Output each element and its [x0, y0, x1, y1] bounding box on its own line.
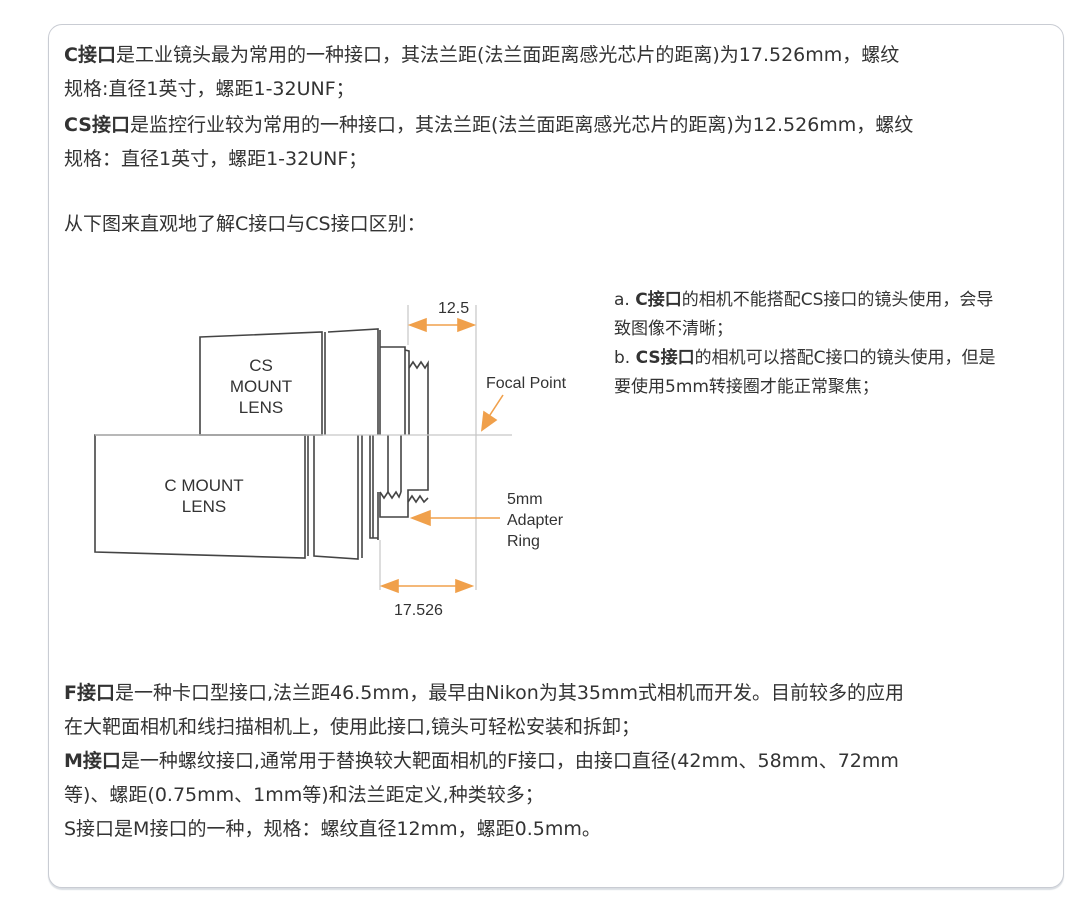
svg-text:C MOUNT: C MOUNT: [164, 476, 243, 495]
mount-comparison-diagram: 12.5 17.526 Focal Point CS MOUNT LENS C …: [94, 300, 567, 619]
dim-cs-label: 12.5: [438, 300, 469, 317]
svg-text:MOUNT: MOUNT: [230, 377, 292, 396]
svg-text:CS: CS: [249, 356, 273, 375]
c-mount-term: C接口: [64, 44, 116, 66]
note-b-line2: 要使用5mm转接圈才能正常聚焦；: [614, 377, 879, 397]
note-b-line1: b. CS接口的相机可以搭配C接口的镜头使用，但是: [614, 348, 996, 368]
svg-text:5mm: 5mm: [507, 491, 543, 508]
c-mount-paragraph-line2: 规格:直径1英寸，螺距1-32UNF；: [64, 78, 355, 100]
cs-mount-paragraph-line2: 规格：直径1英寸，螺距1-32UNF；: [64, 148, 368, 170]
cs-lens-label: CS MOUNT LENS: [230, 356, 292, 417]
dim-c-label: 17.526: [394, 602, 443, 619]
m-mount-paragraph-line1: M接口是一种螺纹接口,通常用于替换较大靶面相机的F接口，由接口直径(42mm、5…: [64, 750, 899, 772]
adapter-ring-label: 5mm Adapter Ring: [507, 491, 564, 550]
svg-text:LENS: LENS: [182, 497, 226, 516]
svg-text:LENS: LENS: [239, 398, 283, 417]
cs-mount-paragraph-line1: CS接口是监控行业较为常用的一种接口，其法兰距(法兰面距离感光芯片的距离)为12…: [64, 114, 914, 136]
content-card: [48, 24, 1064, 888]
svg-text:Ring: Ring: [507, 533, 540, 550]
m-mount-paragraph-line2: 等)、螺距(0.75mm、1mm等)和法兰距定义,种类较多；: [64, 784, 544, 806]
note-a-line1: a. C接口的相机不能搭配CS接口的镜头使用，会导: [614, 290, 994, 310]
c-mount-paragraph-line1: C接口是工业镜头最为常用的一种接口，其法兰距(法兰面距离感光芯片的距离)为17.…: [64, 44, 900, 66]
c-lens-label: C MOUNT LENS: [164, 476, 243, 516]
f-mount-term: F接口: [64, 682, 115, 704]
comparison-notes: a. C接口的相机不能搭配CS接口的镜头使用，会导 致图像不清晰； b. CS接…: [614, 286, 1064, 402]
s-mount-paragraph: S接口是M接口的一种，规格：螺纹直径12mm，螺距0.5mm。: [64, 818, 601, 840]
m-mount-term: M接口: [64, 750, 121, 772]
f-mount-paragraph-line1: F接口是一种卡口型接口,法兰距46.5mm，最早由Nikon为其35mm式相机而…: [64, 682, 905, 704]
f-mount-paragraph-line2: 在大靶面相机和线扫描相机上，使用此接口,镜头可轻松安装和拆卸；: [64, 716, 641, 738]
svg-text:Adapter: Adapter: [507, 512, 564, 529]
focal-point-label: Focal Point: [486, 375, 567, 392]
note-a-line2: 致图像不清晰；: [614, 319, 733, 339]
cs-mount-term: CS接口: [64, 114, 130, 136]
intro-text: 从下图来直观地了解C接口与CS接口区别：: [64, 213, 426, 235]
